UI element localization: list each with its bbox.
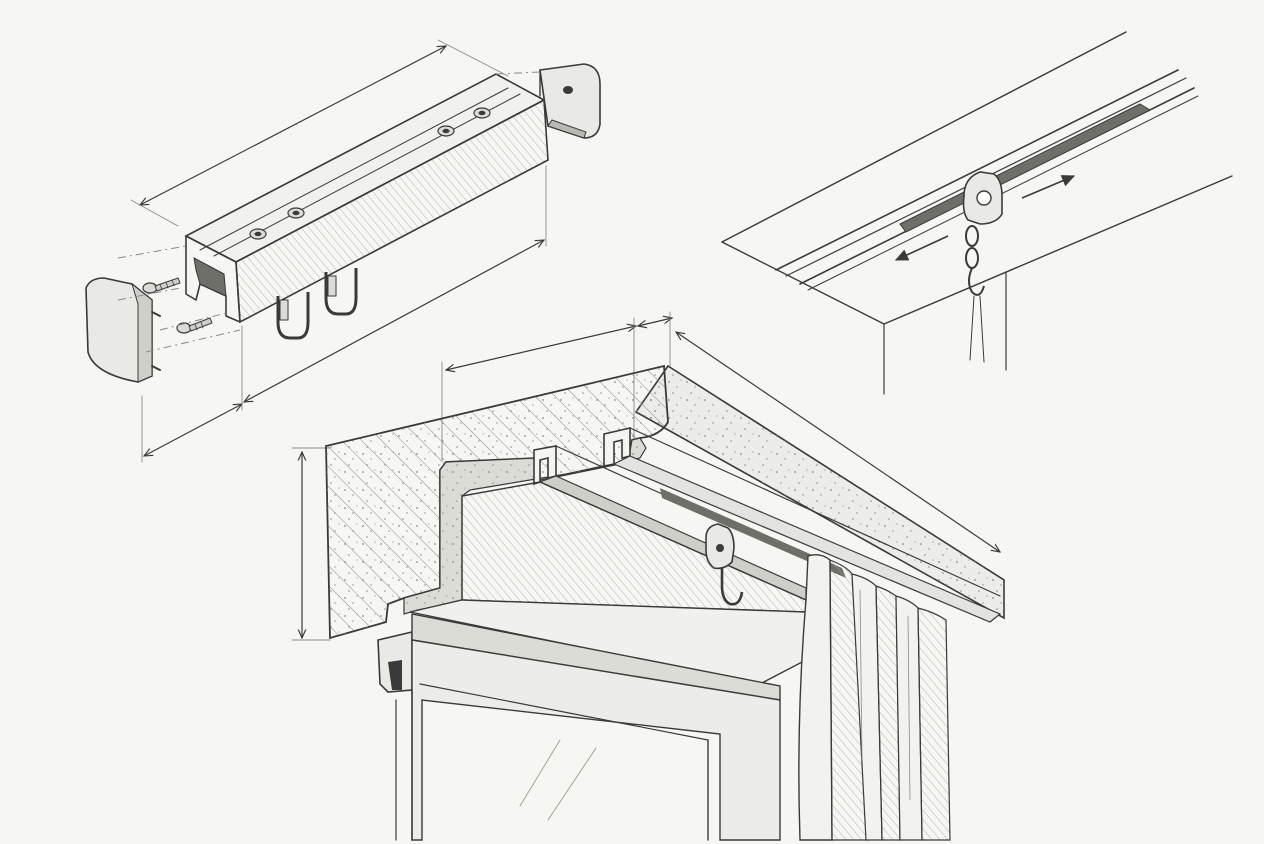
rail-channel-opening <box>193 257 227 297</box>
window-recess-section <box>291 311 1005 841</box>
assembly-guides <box>117 71 541 353</box>
track-slot <box>899 103 1152 233</box>
recess-curtain-hook <box>705 523 744 606</box>
recess-back-wall <box>409 599 807 685</box>
outer-track <box>612 455 1002 623</box>
glass-reflection <box>519 739 561 807</box>
extension-line <box>130 199 179 227</box>
track-slot-shadow <box>660 488 846 578</box>
track-glider <box>962 171 1003 363</box>
recess-width-dimension <box>446 326 636 370</box>
concrete-speckle <box>326 366 668 638</box>
slab-lower-edge <box>883 175 1233 325</box>
track-rail <box>807 95 1199 291</box>
length-dimension-bottom <box>244 240 544 402</box>
track-offset-dimension <box>638 318 672 326</box>
exploded-rail-assembly <box>85 39 601 463</box>
screw-lower <box>176 317 213 334</box>
curtain-drapes <box>798 553 951 841</box>
end-bracket-right <box>539 63 601 139</box>
track-line <box>629 427 1001 597</box>
ceiling-depth-dimension <box>676 332 1000 552</box>
ceiling-slab-speckle <box>636 366 1004 618</box>
window-frame <box>377 613 781 841</box>
arrow-right <box>1021 175 1076 199</box>
length-dimension-top <box>140 46 446 205</box>
track-rail <box>775 69 1179 271</box>
extension-line <box>437 39 509 77</box>
rail-groove <box>199 87 509 251</box>
glass-reflection <box>547 747 597 821</box>
recess-soffit <box>461 481 807 613</box>
arrow-left <box>894 235 949 261</box>
end-cap-left <box>85 277 161 383</box>
cap-dimension <box>144 404 242 456</box>
ceiling-edge <box>721 31 1127 243</box>
screw-upper <box>142 277 181 294</box>
recessed-rail-profile <box>533 426 631 486</box>
plaster-speckle <box>404 438 646 614</box>
rail-groove <box>213 93 521 257</box>
ceiling-track-detail <box>721 31 1233 395</box>
mounting-holes <box>249 107 491 240</box>
